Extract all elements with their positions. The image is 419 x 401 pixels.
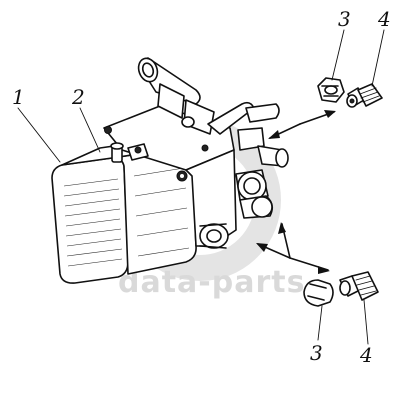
- fitting-top: [346, 83, 383, 108]
- watermark-text: data-parts: [118, 265, 305, 300]
- callout-3-bottom: 3: [310, 341, 323, 365]
- arrow-lower-b: [278, 222, 291, 259]
- cap-bottom: [303, 279, 334, 307]
- callout-4-top: 4: [377, 7, 391, 31]
- callouts: 1 2 3 4 3 4: [12, 7, 391, 367]
- arrow-upper-b: [299, 110, 336, 125]
- fitting-bottom: [339, 271, 379, 301]
- top-cylinder: [137, 57, 280, 135]
- arrow-upper-a: [268, 123, 301, 139]
- arrows: [256, 110, 336, 274]
- arrow-lower-a: [256, 243, 291, 259]
- callout-2: 2: [71, 85, 85, 109]
- callout-4-bottom: 4: [359, 343, 373, 367]
- unit-fittings: [199, 127, 289, 249]
- arrow-lower-c: [289, 257, 330, 274]
- leader-lines: [17, 29, 385, 345]
- callout-1: 1: [12, 85, 25, 109]
- housing-shading: [63, 167, 190, 267]
- nut-top: [317, 77, 345, 103]
- callout-3-top: 3: [338, 7, 351, 31]
